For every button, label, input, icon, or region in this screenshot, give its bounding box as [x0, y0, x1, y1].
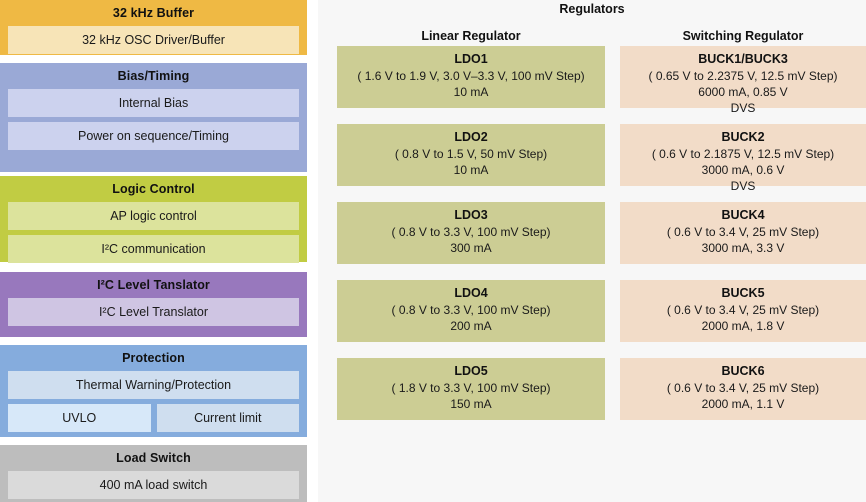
block-item-uvlo[interactable]: UVLO: [8, 404, 151, 432]
block-title: Bias/Timing: [117, 69, 190, 83]
block-item[interactable]: Internal Bias: [8, 89, 299, 117]
regulator-name: BUCK6: [721, 364, 765, 378]
switching-regulator-column: BUCK1/BUCK3 ( 0.65 V to 2.2375 V, 12.5 m…: [620, 46, 866, 436]
regulator-current: 200 mA: [450, 319, 492, 333]
regulator-current: 6000 mA, 0.85 V: [698, 85, 788, 99]
block-title: Load Switch: [116, 451, 191, 465]
regulator-card-buck5[interactable]: BUCK5 ( 0.6 V to 3.4 V, 25 mV Step) 2000…: [620, 280, 866, 342]
regulator-name: BUCK4: [721, 208, 765, 222]
linear-regulator-heading: Linear Regulator: [421, 29, 521, 43]
regulator-range: ( 1.8 V to 3.3 V, 100 mV Step): [391, 381, 551, 395]
regulator-name: LDO4: [454, 286, 488, 300]
regulator-name: BUCK1/BUCK3: [698, 52, 788, 66]
block-item[interactable]: 400 mA load switch: [8, 471, 299, 499]
regulator-card-ldo5[interactable]: LDO5 ( 1.8 V to 3.3 V, 100 mV Step) 150 …: [337, 358, 605, 420]
linear-regulator-column: LDO1 ( 1.6 V to 1.9 V, 3.0 V–3.3 V, 100 …: [337, 46, 605, 436]
regulator-name: LDO1: [454, 52, 488, 66]
regulator-range: ( 0.6 V to 2.1875 V, 12.5 mV Step): [651, 147, 835, 161]
block-item-thermal[interactable]: Thermal Warning/Protection: [8, 371, 299, 399]
switching-regulator-heading: Switching Regulator: [682, 29, 804, 43]
regulator-card-buck6[interactable]: BUCK6 ( 0.6 V to 3.4 V, 25 mV Step) 2000…: [620, 358, 866, 420]
regulator-range: ( 0.6 V to 3.4 V, 25 mV Step): [666, 381, 820, 395]
regulator-current: 150 mA: [450, 397, 492, 411]
regulator-range: ( 0.8 V to 1.5 V, 50 mV Step): [394, 147, 548, 161]
regulators-title: Regulators: [559, 2, 625, 16]
regulator-range: ( 0.65 V to 2.2375 V, 12.5 mV Step): [648, 69, 838, 83]
block-item[interactable]: Power on sequence/Timing: [8, 122, 299, 150]
block-load-switch[interactable]: Load Switch 400 mA load switch: [0, 445, 307, 502]
regulator-current: 3000 mA, 0.6 V: [701, 163, 785, 177]
regulator-range: ( 0.6 V to 3.4 V, 25 mV Step): [666, 225, 820, 239]
regulator-current: 300 mA: [450, 241, 492, 255]
block-protection[interactable]: Protection Thermal Warning/Protection UV…: [0, 345, 307, 437]
regulator-current: 2000 mA, 1.8 V: [701, 319, 785, 333]
regulator-dvs: DVS: [730, 101, 756, 115]
block-item[interactable]: I²C Level Translator: [8, 298, 299, 326]
block-title: Protection: [122, 351, 185, 365]
regulator-range: ( 0.8 V to 3.3 V, 100 mV Step): [391, 303, 551, 317]
block-item[interactable]: AP logic control: [8, 202, 299, 230]
regulator-card-ldo1[interactable]: LDO1 ( 1.6 V to 1.9 V, 3.0 V–3.3 V, 100 …: [337, 46, 605, 108]
regulator-card-ldo4[interactable]: LDO4 ( 0.8 V to 3.3 V, 100 mV Step) 200 …: [337, 280, 605, 342]
regulator-current: 10 mA: [453, 85, 489, 99]
regulator-card-buck1-buck3[interactable]: BUCK1/BUCK3 ( 0.65 V to 2.2375 V, 12.5 m…: [620, 46, 866, 115]
regulator-range: ( 0.8 V to 3.3 V, 100 mV Step): [391, 225, 551, 239]
block-logic-control[interactable]: Logic Control AP logic control I²C commu…: [0, 176, 307, 263]
block-title: Logic Control: [112, 182, 195, 196]
regulators-panel: Regulators Linear Regulator Switching Re…: [318, 0, 866, 502]
regulator-card-ldo3[interactable]: LDO3 ( 0.8 V to 3.3 V, 100 mV Step) 300 …: [337, 202, 605, 264]
regulator-current: 3000 mA, 3.3 V: [701, 241, 785, 255]
block-bias-timing[interactable]: Bias/Timing Internal Bias Power on seque…: [0, 63, 307, 172]
regulator-range: ( 0.6 V to 3.4 V, 25 mV Step): [666, 303, 820, 317]
protection-row: UVLO Current limit: [8, 404, 299, 432]
regulator-name: LDO5: [454, 364, 488, 378]
regulator-card-ldo2[interactable]: LDO2 ( 0.8 V to 1.5 V, 50 mV Step) 10 mA: [337, 124, 605, 186]
regulator-current: 10 mA: [453, 163, 489, 177]
block-title: 32 kHz Buffer: [112, 6, 195, 20]
regulator-name: LDO2: [454, 130, 488, 144]
functional-blocks-panel: 32 kHz Buffer 32 kHz OSC Driver/Buffer B…: [0, 0, 307, 502]
regulator-card-buck2[interactable]: BUCK2 ( 0.6 V to 2.1875 V, 12.5 mV Step)…: [620, 124, 866, 193]
regulator-name: BUCK5: [721, 286, 765, 300]
regulator-name: LDO3: [454, 208, 488, 222]
block-item-current-limit[interactable]: Current limit: [156, 404, 299, 432]
block-title: I²C Level Tanslator: [97, 278, 210, 292]
block-item[interactable]: I²C communication: [8, 235, 299, 263]
block-i2c-level-translator[interactable]: I²C Level Tanslator I²C Level Translator: [0, 272, 307, 337]
block-osc-buffer[interactable]: 32 kHz Buffer 32 kHz OSC Driver/Buffer: [0, 0, 307, 55]
regulator-current: 2000 mA, 1.1 V: [701, 397, 785, 411]
regulator-range: ( 1.6 V to 1.9 V, 3.0 V–3.3 V, 100 mV St…: [357, 69, 585, 83]
regulator-dvs: DVS: [730, 179, 756, 193]
regulator-name: BUCK2: [721, 130, 765, 144]
block-item[interactable]: 32 kHz OSC Driver/Buffer: [8, 26, 299, 54]
regulator-card-buck4[interactable]: BUCK4 ( 0.6 V to 3.4 V, 25 mV Step) 3000…: [620, 202, 866, 264]
